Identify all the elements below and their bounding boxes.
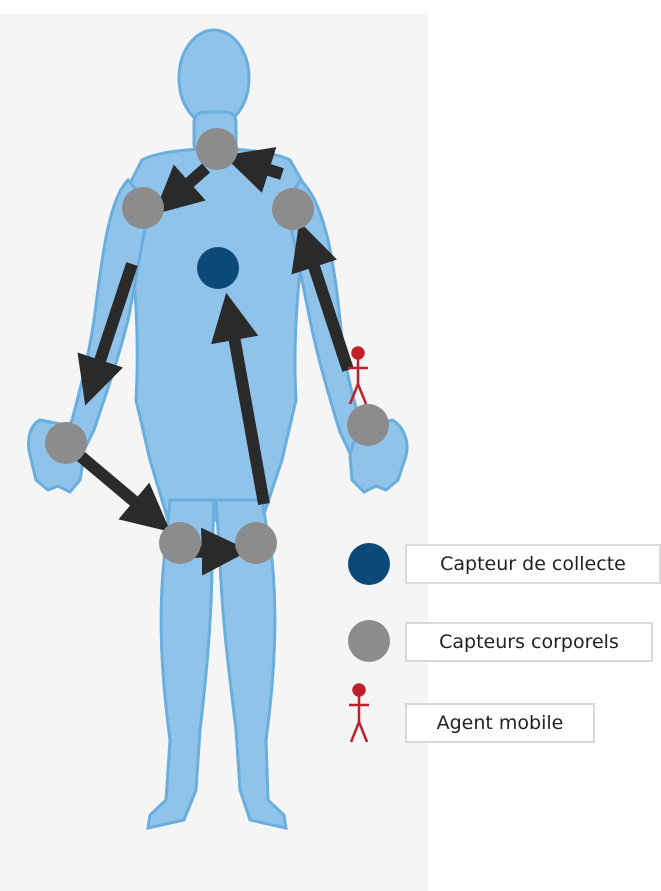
legend-mobile-agent-label: Agent mobile [405,703,595,743]
body-sensor-right-shoulder [272,188,314,230]
legend-collector-icon [348,543,390,585]
body-sensor-right-knee [235,522,277,564]
body-sensor-left-hand [45,422,87,464]
legend-body-sensor-icon [348,620,390,662]
arrow-left-hand-to-left-knee [78,454,154,518]
legend-mobile-agent-text: Agent mobile [437,712,564,734]
legend-mobile-agent-icon [349,685,369,743]
legend-collector-label: Capteur de collecte [405,544,661,584]
legend-body-sensors-label: Capteurs corporels [405,622,653,662]
body-sensor-neck [196,128,238,170]
collector-sensor [197,247,239,289]
legend-collector-text: Capteur de collecte [440,553,626,575]
body-sensor-left-knee [159,522,201,564]
body-sensor-left-shoulder [122,187,164,229]
body-sensor-right-hand [347,404,389,446]
legend-body-sensors-text: Capteurs corporels [439,631,619,653]
